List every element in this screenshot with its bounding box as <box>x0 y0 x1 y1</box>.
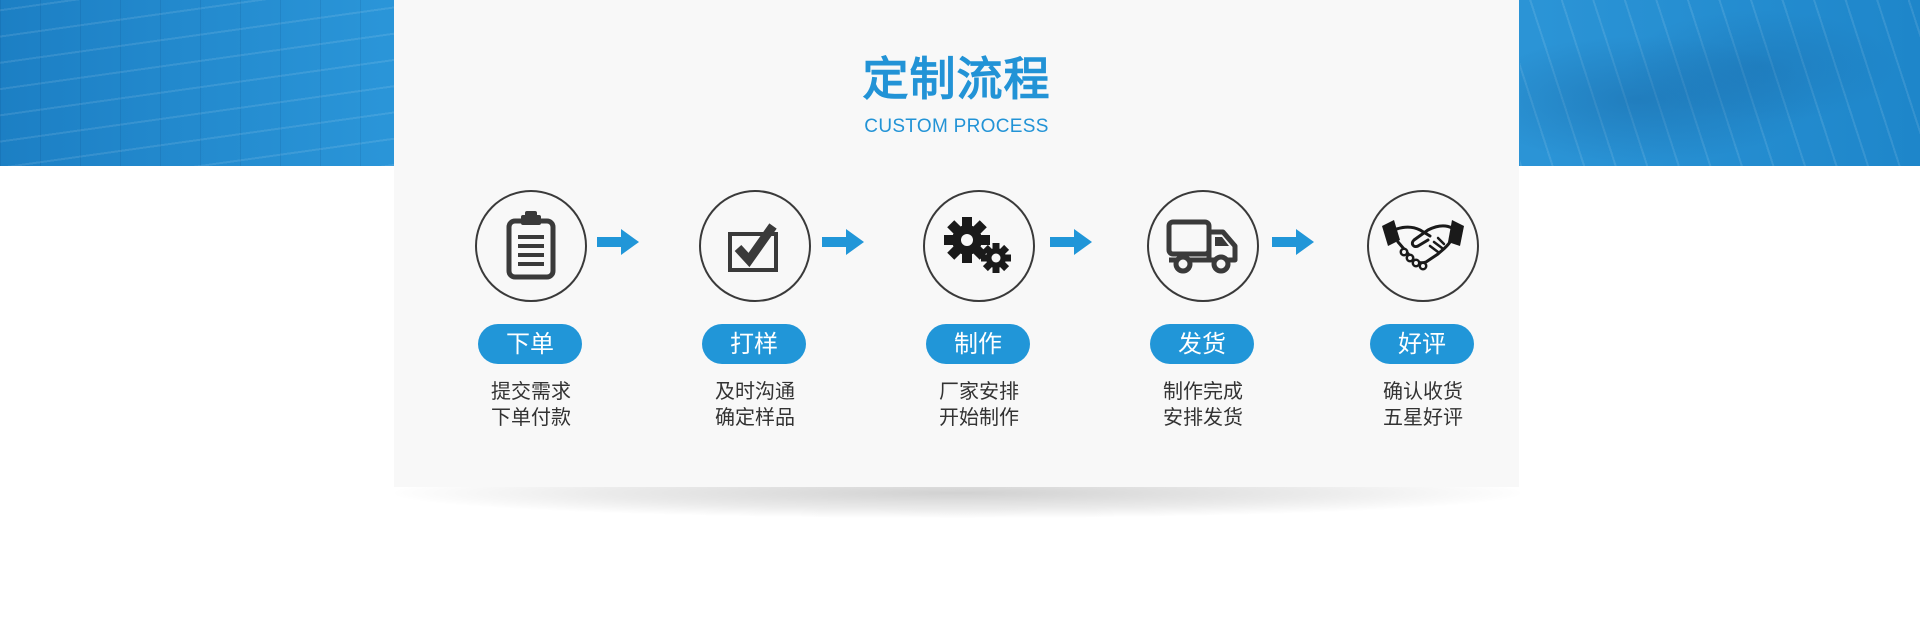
step-description: 确认收货 五星好评 <box>1348 378 1498 430</box>
step-desc-line: 厂家安排 <box>939 379 1019 403</box>
process-step-order: 下单 提交需求 下单付款 <box>456 190 606 430</box>
process-step-review: 好评 确认收货 五星好评 <box>1348 190 1498 430</box>
step-desc-line: 安排发货 <box>1163 405 1243 429</box>
step-icon-circle <box>699 190 811 302</box>
section-subtitle: CUSTOM PROCESS <box>864 116 1049 137</box>
handshake-icon <box>1382 220 1464 271</box>
gears-icon <box>944 217 1011 273</box>
step-desc-line: 提交需求 <box>491 379 571 403</box>
process-card: 定制流程 CUSTOM PROCESS 下单 提交需求 下单付款 <box>394 0 1519 487</box>
step-icon-circle <box>1367 190 1479 302</box>
section-title: 定制流程 <box>862 52 1051 106</box>
banner-building-left <box>0 0 394 166</box>
step-label: 下单 <box>478 324 582 364</box>
step-desc-line: 开始制作 <box>939 405 1019 429</box>
step-label: 制作 <box>926 324 1030 364</box>
step-desc-line: 制作完成 <box>1163 379 1243 403</box>
arrow-right-icon <box>822 229 864 255</box>
process-step-production: 制作 厂家安排 开始制作 <box>904 190 1054 430</box>
step-description: 制作完成 安排发货 <box>1128 378 1278 430</box>
step-icon-circle <box>475 190 587 302</box>
process-step-sample: 打样 及时沟通 确定样品 <box>680 190 830 430</box>
process-step-shipping: 发货 制作完成 安排发货 <box>1128 190 1278 430</box>
step-icon-circle <box>1147 190 1259 302</box>
clipboard-icon <box>506 211 556 280</box>
step-label: 发货 <box>1150 324 1254 364</box>
step-icon-circle <box>923 190 1035 302</box>
arrow-right-icon <box>1272 229 1314 255</box>
truck-icon <box>1166 219 1238 274</box>
step-desc-line: 五星好评 <box>1383 405 1463 429</box>
banner-building-right <box>1520 0 1920 166</box>
checkbox-icon <box>728 223 778 272</box>
step-description: 及时沟通 确定样品 <box>680 378 830 430</box>
step-desc-line: 及时沟通 <box>715 379 795 403</box>
step-label: 打样 <box>702 324 806 364</box>
arrow-right-icon <box>1050 229 1092 255</box>
step-description: 厂家安排 开始制作 <box>904 378 1054 430</box>
step-desc-line: 确定样品 <box>715 405 795 429</box>
step-desc-line: 下单付款 <box>491 405 571 429</box>
step-description: 提交需求 下单付款 <box>456 378 606 430</box>
arrow-right-icon <box>597 229 639 255</box>
step-desc-line: 确认收货 <box>1383 379 1463 403</box>
step-label: 好评 <box>1370 324 1474 364</box>
